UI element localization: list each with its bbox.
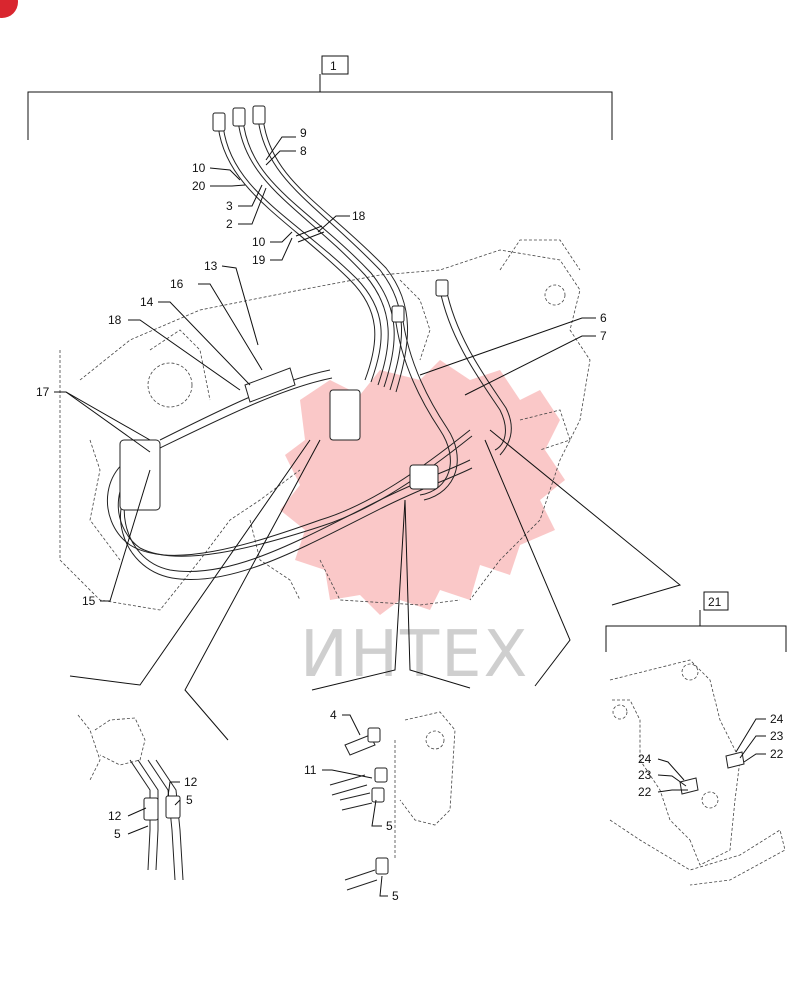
callout-label: 18 — [352, 209, 366, 223]
callout-label: 19 — [252, 253, 266, 267]
callout-label: 20 — [192, 179, 206, 193]
callout-label: 22 — [770, 747, 784, 761]
inset-boom-clamps — [609, 659, 786, 886]
callout-label: 12 — [108, 809, 122, 823]
callout-label: 5 — [392, 889, 399, 903]
hose-assembly — [107, 105, 512, 581]
group-1-bracket: 1 — [27, 55, 613, 140]
callout-label: 5 — [186, 793, 193, 807]
callout-label: 5 — [114, 827, 121, 841]
group-21-bracket: 21 — [605, 591, 787, 652]
callout-label: 6 — [600, 311, 607, 325]
callout-labels: 9 8 10 20 3 2 18 10 19 13 16 14 18 6 7 1… — [36, 126, 784, 903]
group-box-label: 21 — [708, 595, 722, 609]
callout-label: 16 — [170, 277, 184, 291]
callout-label: 11 — [304, 763, 317, 777]
callout-label: 3 — [226, 199, 233, 213]
group-box-label: 1 — [330, 59, 337, 73]
callout-label: 24 — [638, 752, 652, 766]
callout-label: 15 — [82, 594, 96, 608]
corner-badge-icon — [0, 0, 18, 18]
callout-label: 24 — [770, 712, 784, 726]
callout-label: 9 — [300, 126, 307, 140]
callout-label: 17 — [36, 385, 50, 399]
inset-valve-4-11-5 — [322, 711, 456, 897]
callout-label: 13 — [204, 259, 218, 273]
callout-label: 2 — [226, 217, 233, 231]
callout-label: 23 — [770, 729, 784, 743]
callout-label: 8 — [300, 144, 307, 158]
callout-label: 10 — [192, 161, 206, 175]
callout-label: 12 — [184, 775, 198, 789]
callout-label: 14 — [140, 295, 154, 309]
inset-hoses-12-5 — [77, 714, 184, 881]
callout-label: 4 — [330, 708, 337, 722]
callout-label: 18 — [108, 313, 122, 327]
callout-label: 7 — [600, 329, 607, 343]
machine-outline — [59, 239, 591, 611]
watermark-text: ИНТЕХ — [300, 618, 529, 692]
callout-label: 5 — [386, 819, 393, 833]
callout-label: 23 — [638, 768, 652, 782]
callout-label: 10 — [252, 235, 266, 249]
callout-label: 22 — [638, 785, 652, 799]
leader-lines — [54, 136, 682, 741]
